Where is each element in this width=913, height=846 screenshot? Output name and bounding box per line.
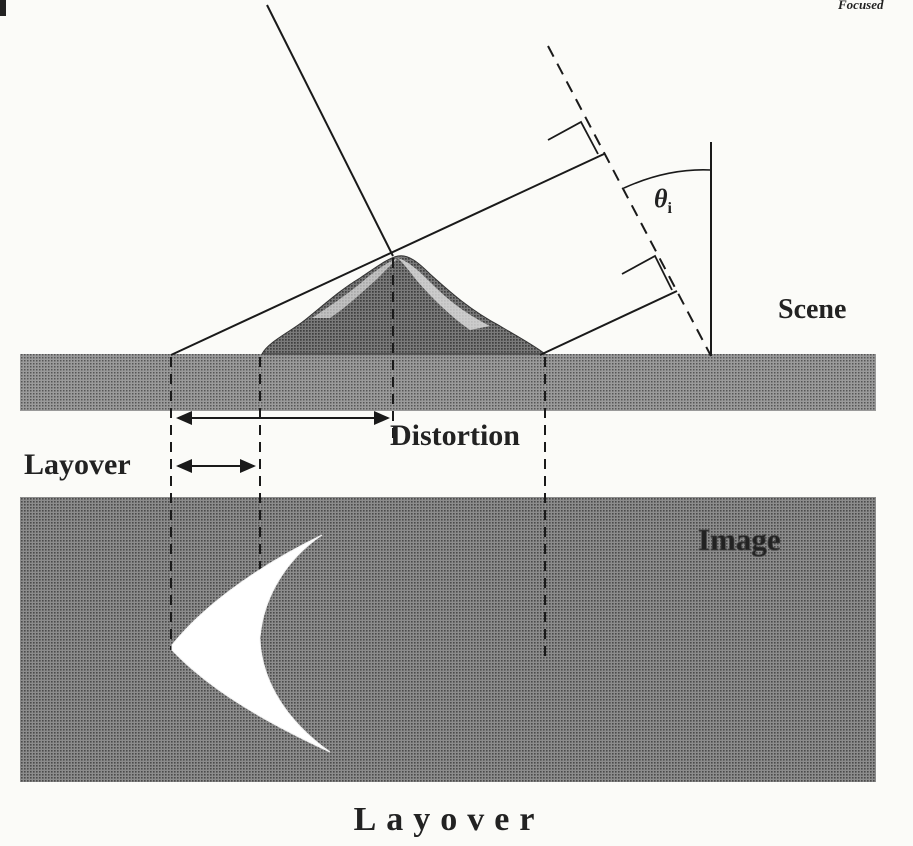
scene-ground-band [20, 354, 876, 411]
mountain [261, 255, 547, 355]
layover-wedge [171, 534, 331, 753]
incidence-angle-arc [623, 169, 712, 189]
mountain-highlight-left [312, 258, 398, 318]
slant-range-dashed-line [547, 45, 712, 357]
scene-label: Scene [778, 294, 846, 325]
mountain-highlight [398, 258, 490, 330]
figure-caption: Layover [354, 801, 545, 838]
distortion-arrowhead-right [374, 411, 390, 425]
distortion-label: Distortion [390, 419, 520, 452]
image-label: Image [698, 522, 781, 557]
image-band [20, 497, 876, 782]
corner-mark [0, 0, 6, 16]
incident-ray [266, 4, 394, 257]
layover-label: Layover [24, 448, 131, 481]
wavefront-line-lower [539, 290, 678, 356]
layover-arrowhead-left [176, 459, 192, 473]
right-angle-marker-lower [621, 254, 673, 291]
right-angle-marker-upper [547, 120, 599, 155]
header-corner-text: Focused [837, 0, 884, 12]
wavefront-line-upper [170, 153, 605, 356]
distortion-arrowhead-left [176, 411, 192, 425]
layover-arrowhead-right [240, 459, 256, 473]
incidence-angle-label: θi [654, 184, 673, 217]
